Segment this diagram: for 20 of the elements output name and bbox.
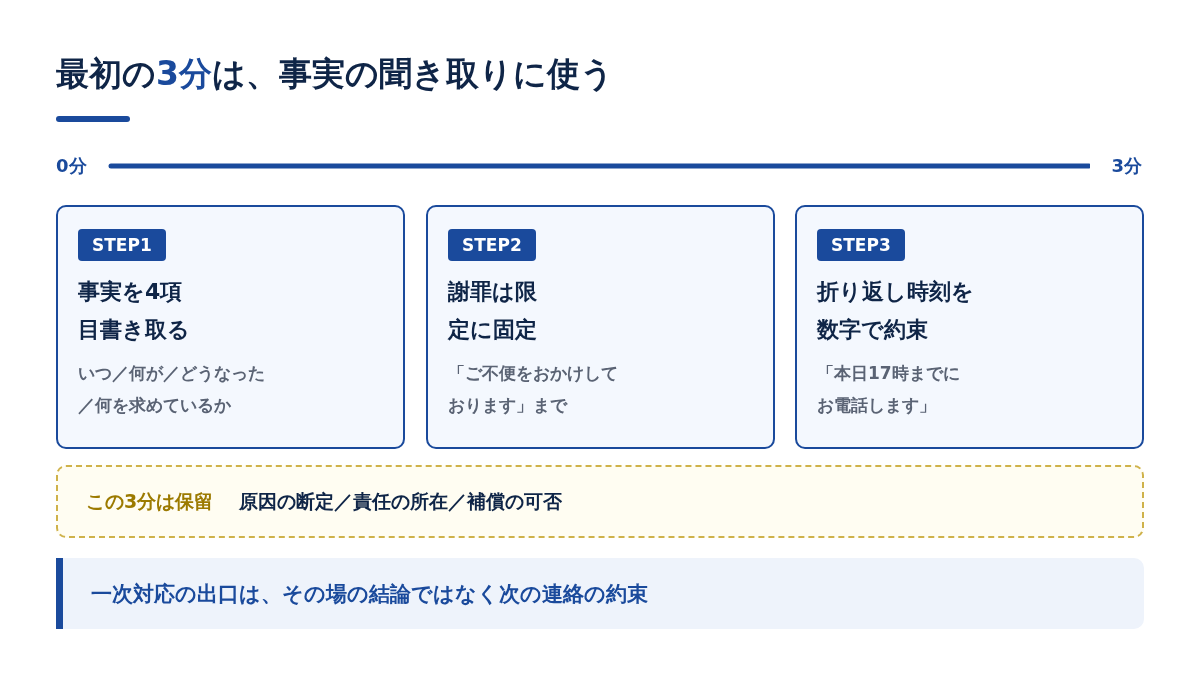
conclusion-panel xyxy=(56,558,1144,629)
step-badge: STEP2 xyxy=(448,229,536,261)
step-card xyxy=(795,205,1144,449)
step-description: いつ／何が／どうなった／何を求めているか xyxy=(78,362,266,417)
step-badge: STEP3 xyxy=(817,229,905,261)
step-heading: 謝罪は限定に固定 xyxy=(448,278,538,344)
timeline-label: 0分 xyxy=(56,154,87,178)
note-text: 原因の断定／責任の所在／補償の可否 xyxy=(239,488,563,514)
step-card xyxy=(56,205,405,449)
step-heading: 折り返し時刻を数字で約束 xyxy=(817,278,975,344)
note-heading: この3分は保留 xyxy=(86,488,214,514)
step-card xyxy=(426,205,775,449)
step-description: 「本日17時までにお電話します」 xyxy=(817,362,960,417)
title: 最初の3分は、事実の聞き取りに使う xyxy=(56,53,614,95)
conclusion-text: 一次対応の出口は、その場の結論ではなく次の連絡の約束 xyxy=(91,580,648,608)
timeline-label: 3分 xyxy=(1111,154,1142,178)
step-badge: STEP1 xyxy=(78,229,166,261)
note-panel xyxy=(56,465,1144,538)
step-heading: 事実を4項目書き取る xyxy=(78,278,191,344)
step-description: 「ご不便をおかけしております」まで xyxy=(448,362,619,417)
